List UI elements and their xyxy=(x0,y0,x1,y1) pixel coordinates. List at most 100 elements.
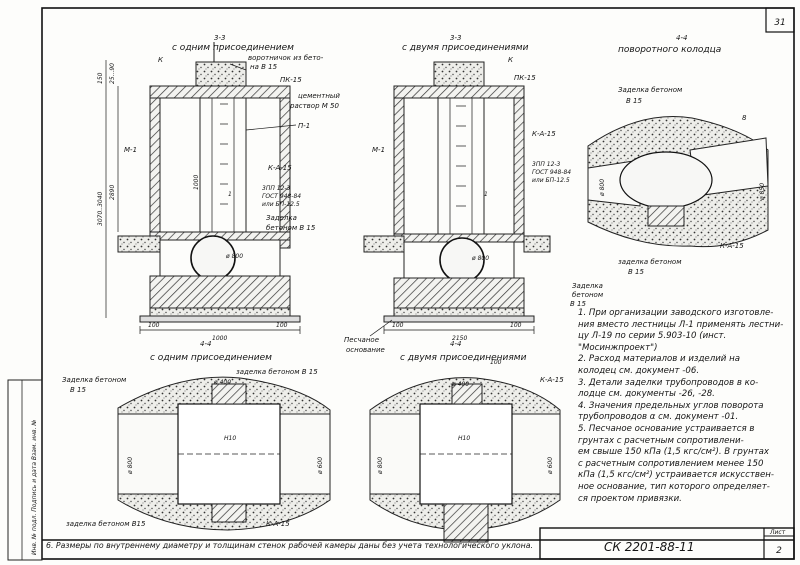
note-line: лодце см. документы -26, -28. xyxy=(578,389,715,400)
middle-label-zpp: 3ПП 12-3 xyxy=(532,161,561,168)
sheet-frame xyxy=(41,7,795,560)
left-dim-side-r: 100 xyxy=(276,322,288,329)
note-line: кПа (1,5 кгс/см²) устраивается искусстве… xyxy=(578,470,774,481)
middle-section-view: с двумя присоединениями 3-3 К ø 800 ПК-1… xyxy=(344,34,604,354)
note-line: 5. Песчаное основание устраивается в xyxy=(578,423,755,434)
middle-label-n1: 1 xyxy=(484,191,488,198)
middle-label-m1: М-1 xyxy=(372,146,385,154)
middle-section-marker: 3-3 xyxy=(450,34,461,42)
left-dim-top1: 150 xyxy=(97,72,104,84)
bottom-mid-section-marker: 4-4 xyxy=(450,340,461,348)
right-plan-view: 4-4 поворотного колодца Заделка бетоном … xyxy=(587,34,769,276)
middle-dim-side-r: 100 xyxy=(510,322,522,329)
left-label-ka: К-А-15 xyxy=(268,164,292,172)
left-label-n1: 1 xyxy=(228,191,232,198)
left-view-title: с одним присоединением xyxy=(172,43,294,53)
left-section-view: с одним присоединением 3-3 К ø 800 xyxy=(97,34,340,342)
note-line: 2. Расход материалов и изделий на xyxy=(578,354,740,365)
right-section-marker: 4-4 xyxy=(676,34,687,42)
note-line: ся проектом привязки. xyxy=(578,493,682,504)
left-label-cap2: на В 15 xyxy=(250,63,278,71)
note-line: ем свыше 150 кПа (1,5 кгс/см²). В грунта… xyxy=(578,447,769,458)
right-label-8: 8 xyxy=(742,114,747,122)
right-label-ka: К-А-15 xyxy=(720,242,744,250)
left-dim-h-total: 3070..3040 xyxy=(97,191,104,226)
note-line: ное основание, тип которого определяет- xyxy=(578,481,770,492)
left-label-k: К xyxy=(158,56,164,64)
middle-label-gost: ГОСТ 948-84 xyxy=(532,169,571,176)
left-label-cap: воротничок из бето- xyxy=(248,54,324,62)
bottom-middle-plan: 4-4 с двумя присоединениями 100 К-А-15 ø… xyxy=(369,340,564,543)
sheet-number: 2 xyxy=(776,546,782,556)
right-label-seal-b: В 15 xyxy=(626,97,642,105)
bottom-mid-dim100: 100 xyxy=(490,359,502,366)
bottom-left-plan: 4-4 с одним присоединением Заделка бетон… xyxy=(62,340,331,531)
left-dim-h-inner: 2890 xyxy=(109,185,116,200)
left-label-mortar2: раствор М 50 xyxy=(289,102,339,110)
middle-pipe-dia: ø 800 xyxy=(471,255,489,262)
title-block: Лист 2 СК 2201-88-11 xyxy=(42,527,795,560)
bottom-mid-d400: ø 400 xyxy=(451,381,469,388)
middle-label-k: К xyxy=(508,56,514,64)
note-line: ния вместо лестницы Л-1 применять лестни… xyxy=(578,319,784,330)
sheet-label: Лист xyxy=(769,529,786,536)
middle-dim-side-l: 100 xyxy=(392,322,404,329)
bottom-left-section-marker: 4-4 xyxy=(200,340,211,348)
left-label-seal: Заделка xyxy=(266,214,297,222)
left-section-marker: 3-3 xyxy=(214,34,225,42)
margin-note: Инв. № подл. Подпись и дата Взам. инв. № xyxy=(31,419,38,555)
notes-block: 1. При организации заводского изготовле-… xyxy=(578,308,792,505)
middle-label-pk: ПК-15 xyxy=(514,74,536,82)
bottom-left-ka: К-А-15 xyxy=(266,520,290,528)
bottom-left-d800: ø 800 xyxy=(127,457,134,475)
middle-label-seal2: бетоном xyxy=(572,291,604,299)
left-label-mortar: цементный xyxy=(298,92,340,100)
bottom-left-seal-top-b: В 15 xyxy=(70,386,86,394)
left-label-zpp: 3ПП 12-3 xyxy=(262,185,291,192)
right-label-seal-bottom-b: В 15 xyxy=(628,268,644,276)
middle-label-seal: Заделка xyxy=(572,282,603,290)
left-label-pk: ПК-15 xyxy=(280,76,302,84)
right-label-seal-bottom: заделка бетоном xyxy=(618,258,682,266)
right-view-title: поворотного колодца xyxy=(618,45,721,55)
footnote: 6. Размеры по внутреннему диаметру и тол… xyxy=(46,541,534,550)
bottom-left-seal-top: Заделка бетоном xyxy=(62,376,127,384)
note-line: грунтах с расчетным сопротивлени- xyxy=(578,435,744,446)
bottom-mid-d800: ø 800 xyxy=(377,457,384,475)
note-line: с расчетным сопротивлением менее 150 xyxy=(578,458,764,469)
bottom-left-d400: ø 400 xyxy=(213,379,231,386)
bottom-mid-ka: К-А-15 xyxy=(540,376,564,384)
left-label-seal2: бетоном В 15 xyxy=(266,224,316,232)
page-number: 31 xyxy=(774,18,785,28)
left-dim-top2: 25...90 xyxy=(109,63,116,84)
right-label-dia2: ø 850 xyxy=(759,183,766,201)
note-line: 4. Значения предельных углов поворота xyxy=(578,400,764,411)
note-line: 1. При организации заводского изготовле- xyxy=(578,308,774,318)
middle-label-sand2: основание xyxy=(346,346,385,354)
middle-label-sand: Песчаное xyxy=(344,336,379,344)
bottom-left-h10: Н10 xyxy=(224,435,236,442)
bottom-mid-d600: ø 600 xyxy=(547,457,554,475)
middle-label-ka: К-А-15 xyxy=(532,130,556,138)
bottom-mid-h10: Н10 xyxy=(458,435,470,442)
bottom-left-d600: ø 600 xyxy=(317,457,324,475)
left-dim-side-l: 100 xyxy=(148,322,160,329)
bottom-left-seal-mid: заделка бетоном В 15 xyxy=(236,368,318,376)
left-label-p1: П-1 xyxy=(298,122,310,130)
middle-label-seal3: В 15 xyxy=(570,300,586,308)
middle-view-title: с двумя присоединениями xyxy=(402,43,529,53)
right-label-dia1: ø 800 xyxy=(599,179,606,197)
middle-label-gost2: или БП-12.5 xyxy=(532,177,570,184)
note-line: 3. Детали заделки трубопроводов в ко- xyxy=(578,377,759,388)
doc-code: СК 2201-88-11 xyxy=(604,540,694,554)
left-pipe-dia: ø 800 xyxy=(225,253,243,260)
note-line: трубопроводов α см. документ -01. xyxy=(578,412,739,423)
left-dim-mid: 1000 xyxy=(193,175,200,190)
left-label-gost: ГОСТ 948-84 xyxy=(262,193,301,200)
left-dim-total-w: 1000 xyxy=(212,335,227,342)
middle-dim-total-w: 2150 xyxy=(452,335,467,342)
bottom-left-title: с одним присоединением xyxy=(150,353,272,363)
bottom-mid-title: с двумя присоединениями xyxy=(400,353,527,363)
